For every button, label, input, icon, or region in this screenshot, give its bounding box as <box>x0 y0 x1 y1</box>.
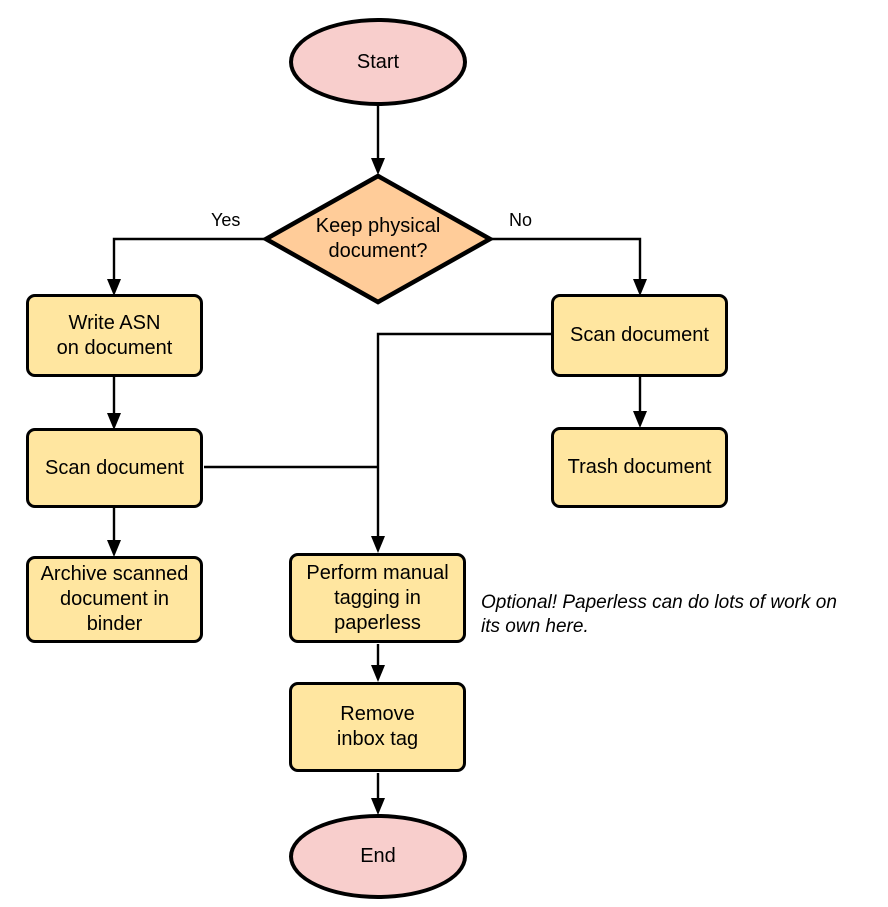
node-manual-tagging-label: Perform manual tagging in paperless <box>306 561 448 636</box>
node-write-asn[interactable]: Write ASN on document <box>26 294 203 377</box>
node-end-label: End <box>360 845 396 867</box>
arrowhead-scanleft-to-archive <box>107 540 121 557</box>
annotation-line2: its own here. <box>481 616 589 637</box>
arrowhead-tagging-to-removeinbox <box>371 665 385 682</box>
arrowhead-removeinbox-to-end <box>371 798 385 815</box>
node-decision-line1: Keep physical <box>315 215 441 237</box>
node-scan-document-right-label: Scan document <box>570 324 709 346</box>
node-manual-tagging-line2: tagging in <box>334 586 421 609</box>
arrowhead-scanright-to-tagging <box>371 536 385 553</box>
edge-label-no: No <box>509 210 533 230</box>
node-decision[interactable]: Keep physical document? <box>266 176 490 302</box>
node-remove-inbox-tag[interactable]: Remove inbox tag <box>289 682 466 772</box>
node-end[interactable]: End <box>289 814 467 899</box>
node-archive-binder-line1: Archive scanned <box>40 563 189 585</box>
node-remove-inbox-tag-label: Remove inbox tag <box>337 702 418 752</box>
node-manual-tagging-line3: paperless <box>334 611 421 634</box>
edge-decision-no <box>490 237 642 284</box>
arrowhead-start-to-decision <box>371 158 385 175</box>
annotation-line1: Optional! Paperless can do lots of work … <box>481 592 837 613</box>
node-decision-line2: document? <box>328 240 428 262</box>
node-manual-tagging-line1: Perform manual <box>306 561 449 584</box>
edge-label-yes: Yes <box>211 210 241 230</box>
edge-decision-yes <box>112 237 266 284</box>
node-trash-document-label: Trash document <box>567 456 712 478</box>
arrowhead-scanright-to-trash <box>633 411 647 428</box>
node-scan-document-right[interactable]: Scan document <box>551 294 728 377</box>
node-decision-label: Keep physical document? <box>316 214 441 264</box>
node-remove-inbox-tag-line2: inbox tag <box>336 728 419 750</box>
node-start-label: Start <box>356 50 400 73</box>
node-scan-document-left[interactable]: Scan document <box>26 428 203 508</box>
node-manual-tagging[interactable]: Perform manual tagging in paperless <box>289 553 466 643</box>
annotation-optional: Optional! Paperless can do lots of work … <box>481 591 881 639</box>
node-write-asn-label: Write ASN on document <box>57 311 173 361</box>
node-write-asn-line2: on document <box>56 336 173 359</box>
edge-scanright-to-tagging <box>376 332 551 541</box>
node-remove-inbox-tag-line1: Remove <box>340 703 415 725</box>
node-trash-document[interactable]: Trash document <box>551 427 728 508</box>
node-start[interactable]: Start <box>289 18 467 106</box>
node-scan-document-left-label: Scan document <box>45 456 184 479</box>
node-archive-binder-line2: document in <box>60 588 169 610</box>
node-write-asn-line1: Write ASN <box>68 311 161 334</box>
node-archive-binder-line3: binder <box>86 613 143 635</box>
node-archive-binder[interactable]: Archive scanned document in binder <box>26 556 203 643</box>
node-archive-binder-label: Archive scanned document in binder <box>41 562 189 637</box>
